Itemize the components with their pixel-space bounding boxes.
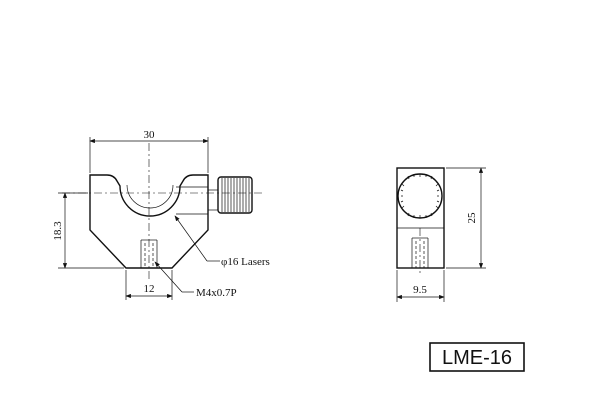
leader-bore: φ16 Lasers <box>174 215 270 268</box>
bore-arc <box>126 184 174 209</box>
dimension-side-height: 25 <box>446 167 486 269</box>
dim-front-slot-text: 12 <box>144 283 155 295</box>
dim-side-height-text: 25 <box>466 212 478 224</box>
front-body-outline <box>89 174 209 269</box>
model-label: LME-16 <box>442 347 512 369</box>
dim-side-width-text: 9.5 <box>413 284 427 296</box>
dimension-front-slot: 12 <box>125 270 173 300</box>
side-knob-circle <box>397 173 443 219</box>
model-label-box: LME-16 <box>429 342 525 372</box>
thread-label: M4x0.7P <box>196 287 237 299</box>
bore-label: φ16 Lasers <box>221 256 270 268</box>
knurled-knob <box>217 176 253 214</box>
dim-front-height-text: 18.3 <box>52 221 64 241</box>
side-view <box>396 167 445 276</box>
leader-thread: M4x0.7P <box>154 261 237 299</box>
side-body-outline <box>396 167 445 269</box>
dimension-front-width: 30 <box>89 129 209 173</box>
dimension-side-width: 9.5 <box>396 270 445 302</box>
side-knob-knurling <box>400 174 440 218</box>
dimension-front-height: 18.3 <box>52 192 124 269</box>
knob-knurling <box>221 178 250 212</box>
front-view <box>62 143 262 280</box>
bottom-thread-hole <box>140 239 158 268</box>
dim-front-width-text: 30 <box>144 129 156 141</box>
side-thread-hole <box>411 237 429 268</box>
